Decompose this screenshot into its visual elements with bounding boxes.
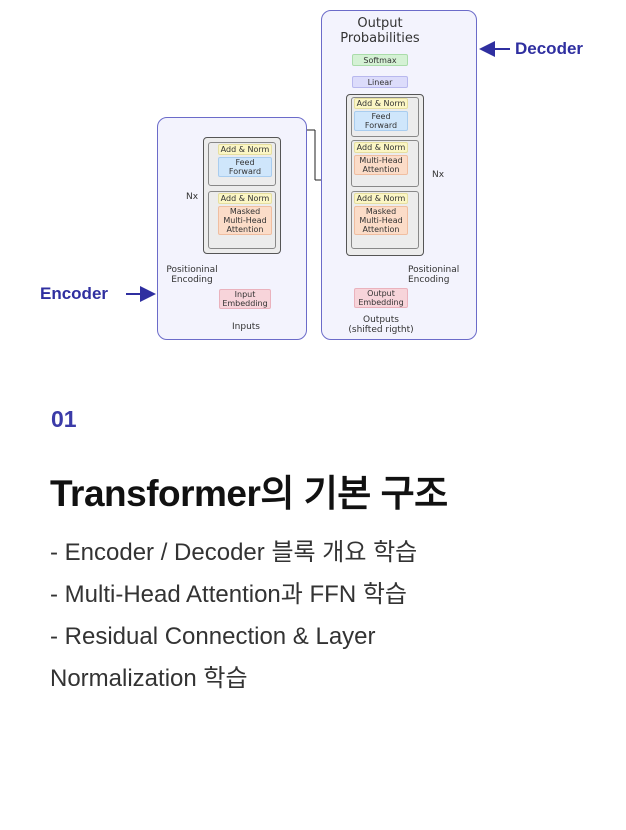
section-title: Transformer의 기본 구조 — [50, 473, 448, 514]
encoder-feed-forward: Feed Forward — [218, 157, 272, 177]
bullet-item: Normalization 학습 — [50, 665, 248, 692]
transformer-diagram: Add & Norm Feed Forward Add & Norm Maske… — [0, 0, 626, 350]
output-embedding: Output Embedding — [354, 288, 408, 308]
encoder-attention-sublayer — [208, 191, 276, 249]
bullet-list: - Encoder / Decoder 블록 개요 학습 - Multi-Hea… — [50, 532, 590, 700]
decoder-masked-attention: Masked Multi-Head Attention — [354, 206, 408, 235]
encoder-label: Encoder — [40, 284, 109, 303]
encoder-masked-attention: Masked Multi-Head Attention — [218, 206, 272, 235]
output-probabilities-label: Output Probabilities — [340, 16, 420, 46]
decoder-cross-attention-sublayer — [351, 140, 419, 187]
encoder-add-norm-bottom: Add & Norm — [218, 193, 272, 204]
outputs-label: Outputs (shifted rigtht) — [348, 315, 414, 335]
encoder-add-norm-top: Add & Norm — [218, 144, 272, 155]
encoder-ffn-sublayer — [208, 142, 276, 186]
decoder-ffn-sublayer — [351, 97, 419, 137]
bullet-item: - Encoder / Decoder 블록 개요 학습 — [50, 539, 418, 566]
decoder-multi-head-attention: Multi-Head Attention — [354, 155, 408, 175]
bullet-item: - Residual Connection & Layer — [50, 623, 376, 650]
decoder-masked-attention-sublayer — [351, 191, 419, 249]
input-embedding: Input Embedding — [219, 289, 271, 309]
decoder-feed-forward: Feed Forward — [354, 111, 408, 131]
encoder-nx-label: Nx — [186, 192, 199, 202]
decoder-label: Decoder — [515, 39, 584, 58]
linear-block: Linear — [352, 76, 408, 88]
decoder-add-norm-masked: Add & Norm — [354, 193, 408, 204]
decoder-positional-encoding-label: Positioninal Encoding — [408, 265, 460, 285]
section-number: 01 — [51, 406, 77, 432]
bullet-item: - Multi-Head Attention과 FFN 학습 — [50, 581, 408, 608]
softmax-block: Softmax — [352, 54, 408, 66]
decoder-nx-label: Nx — [432, 170, 445, 180]
decoder-add-norm-cross: Add & Norm — [354, 142, 408, 153]
inputs-label: Inputs — [232, 322, 260, 332]
encoder-positional-encoding-label: Positioninal Encoding — [166, 265, 218, 285]
decoder-add-norm-ffn: Add & Norm — [354, 98, 408, 109]
